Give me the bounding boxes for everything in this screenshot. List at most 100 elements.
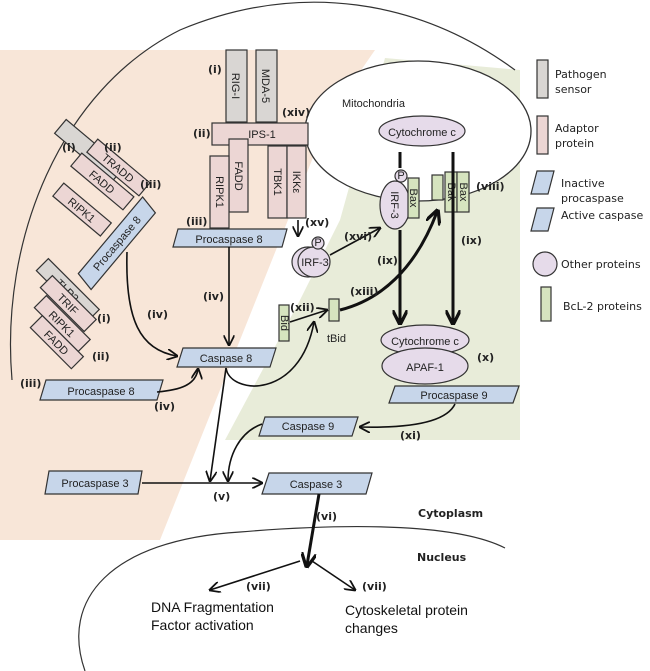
arrow-to-cytoskeletal — [311, 560, 355, 590]
step-xiv: (xiv) — [282, 106, 310, 119]
procaspase3-box — [44, 470, 143, 495]
ripk1-rig-box — [209, 155, 230, 229]
phospho-mito-label: P — [397, 170, 404, 182]
step-v: (v) — [213, 490, 230, 503]
cell-membrane — [9, 1, 516, 381]
step-vii-cyto: (vii) — [362, 580, 387, 593]
legend-swatch-bcl2 — [540, 286, 552, 322]
legend-swatch-active-caspase — [530, 207, 555, 232]
ips1-label: IPS-1 — [248, 129, 276, 141]
bax-irf3-box — [407, 177, 420, 219]
apaf1-label: APAF-1 — [406, 362, 444, 374]
step-ii-tlr: (ii) — [92, 350, 110, 363]
nucleus-label: Nucleus — [417, 551, 467, 564]
caspase8-label: Caspase 8 — [200, 353, 253, 365]
bid-box — [278, 304, 290, 342]
bak-label: Bak — [445, 183, 457, 202]
ikke-box — [286, 145, 307, 219]
step-ix-left: (ix) — [377, 254, 398, 267]
step-i-rig: (i) — [208, 63, 222, 76]
rig-i-label: RIG-I — [229, 73, 241, 99]
step-x: (x) — [477, 351, 494, 364]
procaspase8-rig-box — [172, 228, 288, 248]
arrow-to-dna-fragmentation — [210, 560, 301, 590]
legend-label-active: Active caspase — [561, 209, 643, 222]
arrow-casp3-to-nucleus — [307, 493, 321, 565]
arrow-tbid-to-bak — [339, 212, 437, 312]
bax-cluster-label: Bax — [457, 183, 469, 202]
irf3-cytosol-label: IRF-3 — [301, 257, 329, 269]
legend-label-adaptor-1: Adaptor — [555, 122, 599, 135]
step-iv-rig: (iv) — [203, 290, 224, 303]
bax-irf3-label: Bax — [407, 189, 419, 208]
procaspase9-label: Procaspase 9 — [420, 390, 487, 402]
tradd-box — [86, 138, 151, 197]
arrow-bid-to-tbid — [289, 310, 327, 323]
dna-fragmentation-line1: DNA Fragmentation — [151, 599, 274, 615]
cytoskeletal-line1: Cytoskeletal protein — [345, 602, 468, 618]
dna-fragmentation-line2: Factor activation — [151, 617, 254, 633]
cytochrome-c-mito-label: Cytochrome c — [388, 127, 456, 139]
legend-swatch-adaptor — [536, 115, 549, 155]
bcl2-tbid-site — [431, 174, 444, 201]
legend-label-other: Other proteins — [561, 258, 641, 271]
fadd-tnf-box — [70, 152, 135, 211]
tbid-label: tBid — [327, 333, 346, 345]
step-ix-right: (ix) — [461, 234, 482, 247]
step-vi: (vi) — [316, 510, 337, 523]
tbid-box — [328, 298, 340, 322]
arrow-irf3-to-mito — [329, 228, 380, 256]
bid-label: Bid — [278, 315, 290, 331]
mda5-label: MDA-5 — [259, 69, 271, 103]
procaspase9-box — [388, 385, 520, 404]
step-iii-tlr: (iii) — [20, 377, 41, 390]
nuclear-membrane — [78, 525, 506, 671]
ripk1-tnf-box — [52, 182, 113, 237]
step-iv-tnf: (iv) — [147, 308, 168, 321]
legend-label-adaptor-2: protein — [555, 137, 594, 150]
step-viii: (viii) — [476, 180, 505, 193]
phospho-mito — [394, 169, 408, 183]
procaspase8-tnf-box — [77, 196, 157, 291]
mitochondria-label: Mitochondria — [342, 98, 406, 110]
arrow-casp8-to-bid — [225, 322, 314, 387]
ripk1-rig-label: RIPK1 — [213, 176, 225, 208]
ikke-label: IKKε — [290, 171, 302, 194]
step-xi: (xi) — [400, 429, 421, 442]
procaspase8-rig-label: Procaspase 8 — [195, 234, 262, 246]
legend-label-inactive-1: Inactive — [561, 177, 605, 190]
arrow-casp9-to-casp3 — [228, 423, 263, 481]
cytoskeletal-line2: changes — [345, 620, 398, 636]
cytochrome-c-apoptosome-label: Cytochrome c — [391, 336, 459, 348]
caspase3-box — [261, 472, 373, 495]
legend-label-pathogen-2: sensor — [555, 83, 592, 96]
legend: Pathogen sensor Adaptor protein Inactive… — [530, 59, 643, 322]
step-iii-tnf: (iii) — [140, 178, 161, 191]
apaf1 — [381, 347, 469, 385]
legend-label-pathogen-1: Pathogen — [555, 68, 607, 81]
irf3-mito-label: IRF-3 — [388, 191, 400, 219]
arrow-casp8-to-casp3 — [210, 367, 227, 481]
tbk1-label: TBK1 — [271, 168, 283, 196]
procaspase3-label: Procaspase 3 — [61, 478, 128, 490]
step-iv-tlr: (iv) — [154, 400, 175, 413]
phospho-cytosol — [311, 236, 325, 250]
caspase3-label: Caspase 3 — [290, 479, 343, 491]
trif-box — [39, 274, 98, 333]
step-i-tlr: (i) — [97, 312, 111, 325]
legend-swatch-inactive-procaspase — [530, 170, 555, 195]
step-i-tnf: (i) — [62, 141, 76, 154]
bax-cluster-box — [456, 171, 470, 213]
step-iii-rig: (iii) — [186, 215, 207, 228]
step-xvi: (xvi) — [344, 230, 372, 243]
step-ii-tnf: (ii) — [104, 141, 122, 154]
cytoplasm-label: Cytoplasm — [418, 507, 483, 520]
arrow-procasp8-tlr-to-casp8 — [156, 369, 198, 393]
rig-i-box — [225, 49, 248, 123]
fadd-rig-label: FADD — [232, 161, 244, 190]
step-vii-dna: (vii) — [246, 580, 271, 593]
caspase9-label: Caspase 9 — [282, 421, 335, 433]
step-xii: (xii) — [290, 301, 315, 314]
